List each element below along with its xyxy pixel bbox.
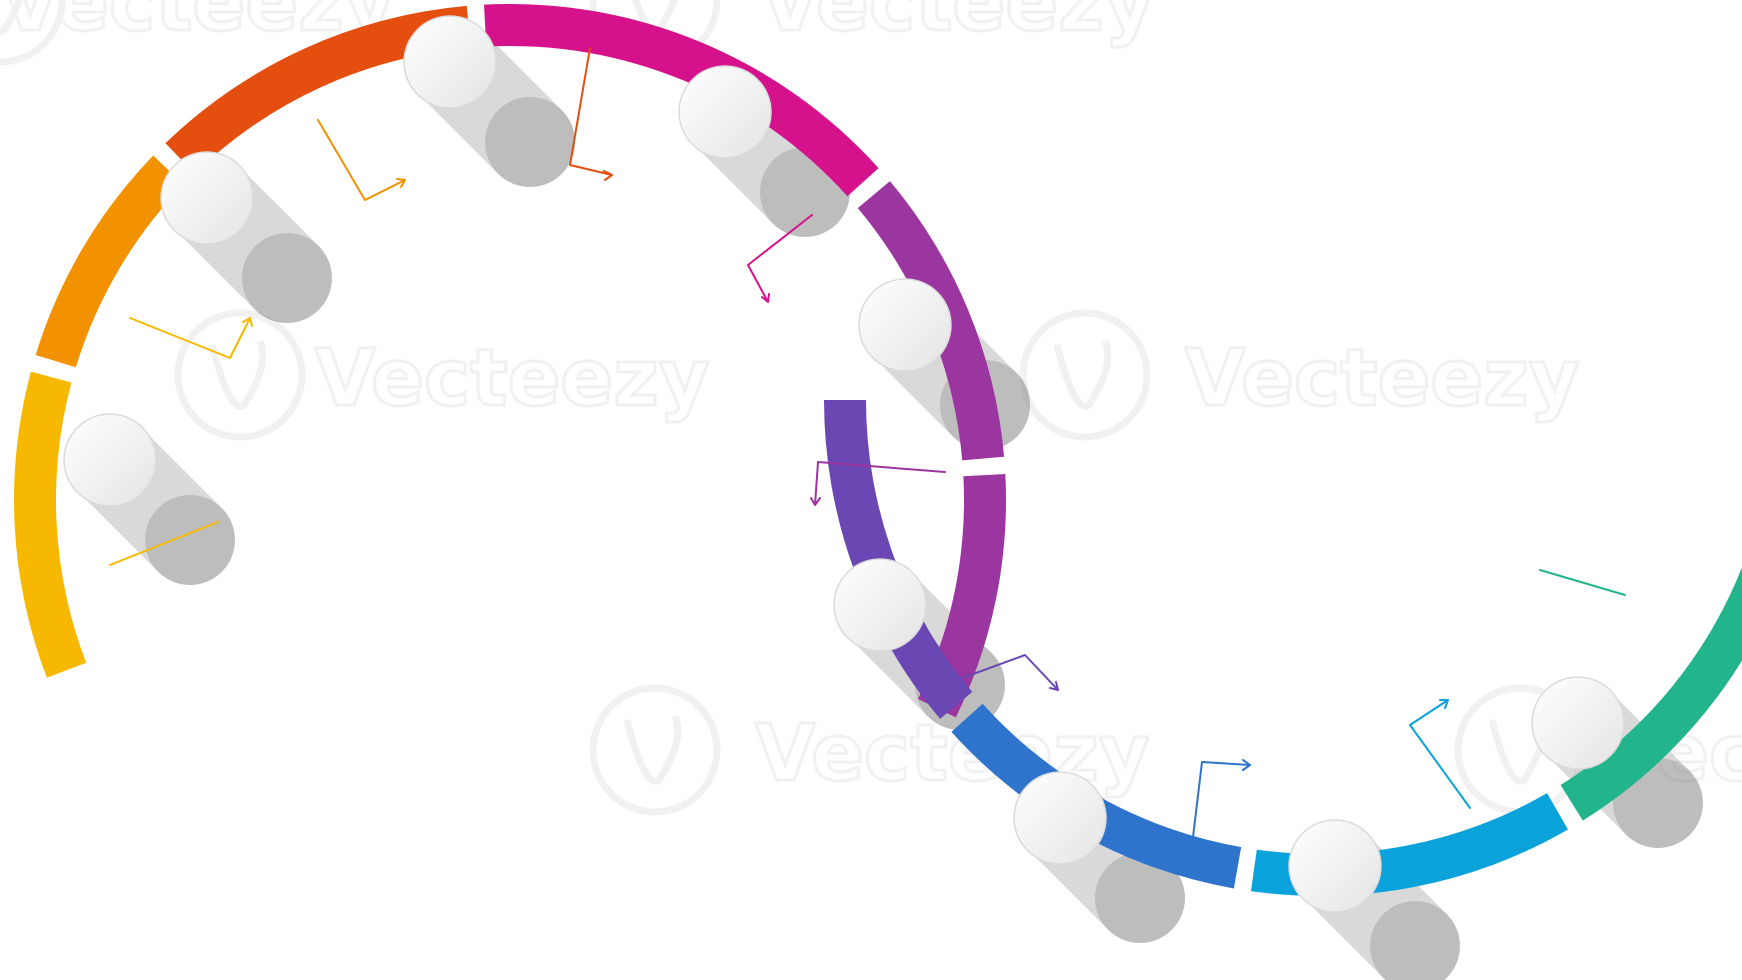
node-shadow-cap — [485, 97, 575, 187]
watermark-logo-icon — [0, 0, 66, 66]
node-shadow-cap — [242, 233, 332, 323]
step-node-4 — [678, 65, 772, 159]
watermark-logo-icon — [1019, 309, 1151, 441]
watermark-logo-icon — [589, 684, 721, 816]
step-node-2 — [160, 151, 254, 245]
watermark-text: Vecteezy — [760, 0, 1155, 49]
step-node-8 — [1288, 819, 1382, 913]
watermark-text: Vecteezy — [1185, 334, 1580, 424]
step-node-7 — [1013, 771, 1107, 865]
watermark-text: Vecteezy — [315, 334, 710, 424]
step-node-1 — [63, 413, 157, 507]
connector-arrow-8 — [1189, 759, 1251, 863]
step-connectors — [109, 47, 1626, 863]
connector-arrow-7 — [934, 654, 1059, 691]
step-nodes — [63, 15, 1625, 913]
node-shadow-cap — [1370, 901, 1460, 980]
segment-orange — [35, 155, 184, 368]
connector-arrow-3 — [317, 119, 406, 201]
connector-arrow-5 — [747, 214, 813, 303]
segment-magenta — [484, 3, 879, 197]
segment-red-orange — [165, 5, 471, 174]
node-shadow-cap — [145, 495, 235, 585]
connector-arrow-9 — [1409, 699, 1471, 809]
segment-yellow — [13, 371, 87, 678]
connector-arrow-10 — [1539, 569, 1626, 596]
step-node-5 — [858, 278, 952, 372]
step-node-9 — [1531, 676, 1625, 770]
connector-arrow-1 — [109, 521, 219, 566]
connector-arrow-4 — [569, 47, 613, 181]
segment-indigo — [824, 400, 973, 719]
step-node-3 — [403, 15, 497, 109]
node-shadow-cap — [1095, 853, 1185, 943]
step-node-6 — [833, 558, 927, 652]
connector-arrow-2 — [129, 317, 253, 359]
connector-arrow-6 — [810, 461, 946, 506]
watermark-logo-icon — [174, 309, 306, 441]
